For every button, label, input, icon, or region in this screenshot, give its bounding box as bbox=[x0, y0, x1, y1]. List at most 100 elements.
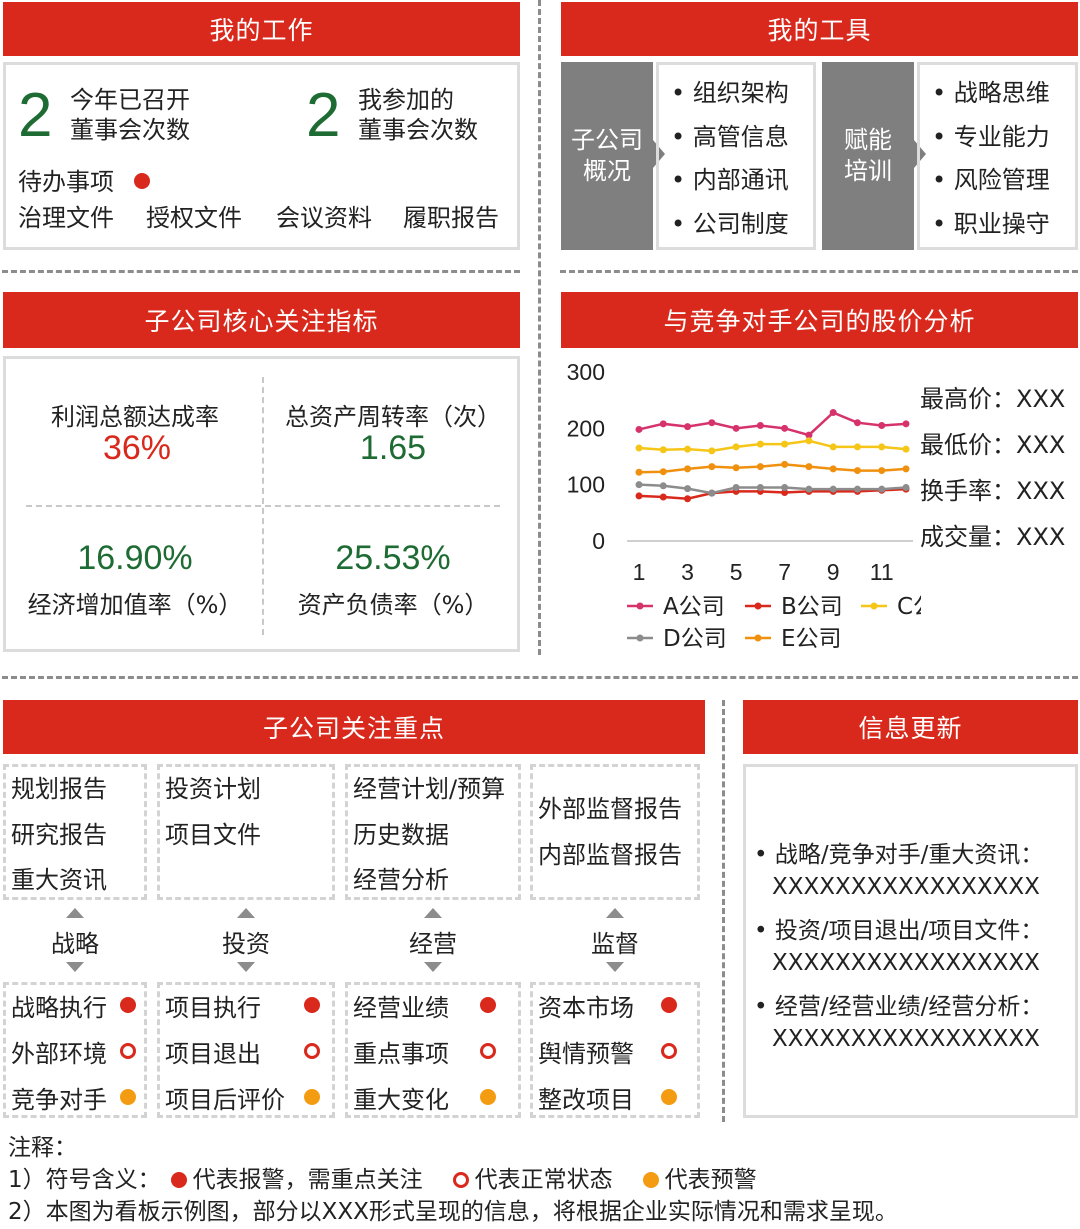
arrow-up-icon bbox=[606, 908, 624, 918]
alarm-symbol-icon bbox=[170, 1172, 187, 1189]
tool-item-exec[interactable]: • 高管信息 bbox=[671, 122, 789, 151]
tool-item-comm[interactable]: • 内部通讯 bbox=[671, 166, 789, 195]
todo-link[interactable]: 待办事项 bbox=[18, 168, 114, 196]
data-point bbox=[732, 443, 740, 451]
arrow-down-icon bbox=[66, 962, 84, 972]
tool-item-skill[interactable]: • 专业能力 bbox=[932, 122, 1050, 151]
work-header: 我的工作 bbox=[3, 2, 520, 56]
arrow-up-icon bbox=[424, 908, 442, 918]
work-link-2[interactable]: 会议资料 bbox=[276, 204, 372, 232]
tool-item-policy[interactable]: • 公司制度 bbox=[671, 209, 789, 238]
tool-item-risk[interactable]: • 风险管理 bbox=[932, 166, 1050, 195]
list-item[interactable]: 研究报告 bbox=[11, 820, 107, 849]
meetings-attended-count: 2 bbox=[306, 81, 341, 150]
data-point bbox=[708, 489, 716, 497]
list-item[interactable]: 外部监督报告 bbox=[538, 795, 682, 823]
update-item-1[interactable]: • 投资/项目退出/项目文件： XXXXXXXXXXXXXXXXX bbox=[754, 918, 1044, 976]
list-item[interactable]: 项目退出 bbox=[165, 1040, 261, 1068]
list-item[interactable]: 内部监督报告 bbox=[538, 840, 682, 869]
normal-dot bbox=[304, 1043, 320, 1059]
tool-item-ethics[interactable]: • 职业操守 bbox=[932, 209, 1050, 238]
data-point bbox=[635, 444, 643, 452]
divider-vertical-top bbox=[538, 0, 541, 655]
data-point bbox=[853, 467, 861, 475]
tool-item-org[interactable]: • 组织架构 bbox=[671, 79, 789, 108]
tools-group-subsidiary[interactable]: 子公司 概况 bbox=[561, 62, 653, 250]
data-point bbox=[878, 422, 886, 430]
list-item[interactable]: 经营业绩 bbox=[353, 994, 449, 1022]
data-point bbox=[781, 440, 789, 448]
x-tick-label: 5 bbox=[730, 559, 743, 585]
list-item[interactable]: 战略执行 bbox=[11, 994, 107, 1022]
list-item[interactable]: 重点事项 bbox=[353, 1040, 449, 1068]
list-item[interactable]: 投资计划 bbox=[165, 775, 261, 803]
list-item[interactable]: 经营计划/预算 bbox=[353, 775, 506, 803]
meetings-attended-label: 我参加的董事会次数 bbox=[358, 86, 478, 144]
kpi-label-eva: 经济增加值率（%） bbox=[27, 591, 243, 619]
kpi-value-eva: 16.90% bbox=[77, 539, 193, 577]
kpi-label-turnover: 总资产周转率（次） bbox=[285, 403, 501, 431]
notes-title: 注释： bbox=[8, 1135, 77, 1161]
focus-top-cell-supervise: 外部监督报告 内部监督报告 bbox=[530, 764, 700, 900]
stat-turnover: 换手率：XXX bbox=[920, 477, 1066, 505]
work-link-3[interactable]: 履职报告 bbox=[403, 204, 499, 232]
y-tick-label: 200 bbox=[567, 415, 605, 441]
normal-dot bbox=[661, 1043, 677, 1059]
tool-item-strategy[interactable]: • 战略思维 bbox=[932, 79, 1050, 108]
y-tick-label: 0 bbox=[592, 528, 605, 554]
alarm-dot bbox=[120, 997, 136, 1013]
data-point bbox=[684, 485, 692, 493]
list-item[interactable]: 项目文件 bbox=[165, 820, 261, 849]
data-point bbox=[853, 485, 861, 493]
data-point bbox=[708, 463, 716, 471]
list-item[interactable]: 资本市场 bbox=[538, 994, 634, 1022]
list-item[interactable]: 项目后评价 bbox=[165, 1086, 285, 1114]
data-point bbox=[781, 489, 789, 497]
tools-group-training[interactable]: 赋能 培训 bbox=[822, 62, 914, 250]
legend-marker bbox=[754, 602, 762, 610]
indicators-divider-h bbox=[26, 505, 500, 507]
list-item[interactable]: 重大资讯 bbox=[11, 866, 107, 895]
update-item-0[interactable]: • 战略/竞争对手/重大资讯： XXXXXXXXXXXXXXXXX bbox=[754, 842, 1044, 900]
category-invest: 投资 bbox=[222, 930, 270, 958]
kpi-label-profit: 利润总额达成率 bbox=[51, 403, 219, 431]
series-line-2 bbox=[638, 439, 907, 453]
legend-marker bbox=[870, 602, 878, 610]
stock-line-chart: 30020010001357911A公司B公司C公司D公司E公司 bbox=[567, 359, 921, 652]
list-item[interactable]: 整改项目 bbox=[538, 1086, 634, 1114]
data-point bbox=[756, 483, 764, 491]
arrow-down-icon bbox=[606, 962, 624, 972]
list-item[interactable]: 舆情预警 bbox=[538, 1040, 634, 1068]
series-line-3 bbox=[638, 483, 907, 495]
y-tick-label: 100 bbox=[567, 472, 605, 498]
x-tick-label: 9 bbox=[827, 559, 840, 585]
data-point bbox=[684, 495, 692, 503]
data-point bbox=[829, 485, 837, 493]
data-point bbox=[902, 483, 910, 491]
work-link-1[interactable]: 授权文件 bbox=[146, 204, 242, 232]
list-item[interactable]: 竞争对手 bbox=[11, 1086, 107, 1114]
data-point bbox=[659, 482, 667, 490]
data-point bbox=[853, 419, 861, 427]
data-point bbox=[781, 460, 789, 468]
updates-panel: • 战略/竞争对手/重大资讯： XXXXXXXXXXXXXXXXX • 投资/项… bbox=[743, 764, 1078, 1118]
list-item[interactable]: 外部环境 bbox=[11, 1040, 107, 1068]
list-item[interactable]: 重大变化 bbox=[353, 1086, 449, 1114]
tools-header: 我的工具 bbox=[561, 2, 1078, 56]
update-item-2[interactable]: • 经营/经营业绩/经营分析： XXXXXXXXXXXXXXXXX bbox=[754, 994, 1044, 1052]
list-item[interactable]: 历史数据 bbox=[353, 820, 449, 849]
data-point bbox=[756, 463, 764, 471]
focus-bottom-cell-supervise: 资本市场 舆情预警 整改项目 bbox=[530, 982, 700, 1118]
list-item[interactable]: 规划报告 bbox=[11, 775, 107, 803]
notes: 注释： 1）符号含义：代表报警，需重点关注代表正常状态代表预警 2）本图为看板示… bbox=[8, 1132, 1074, 1229]
work-link-0[interactable]: 治理文件 bbox=[18, 204, 114, 232]
data-point bbox=[635, 468, 643, 476]
focus-top-cell-operate: 经营计划/预算 历史数据 经营分析 bbox=[345, 764, 521, 900]
data-point bbox=[756, 440, 764, 448]
data-point bbox=[659, 493, 667, 501]
category-operate: 经营 bbox=[409, 930, 457, 958]
list-item[interactable]: 项目执行 bbox=[165, 994, 261, 1022]
normal-dot bbox=[120, 1043, 136, 1059]
indicators-panel: 利润总额达成率 36% 总资产周转率（次） 1.65 16.90% 经济增加值率… bbox=[3, 356, 520, 652]
list-item[interactable]: 经营分析 bbox=[353, 866, 449, 895]
